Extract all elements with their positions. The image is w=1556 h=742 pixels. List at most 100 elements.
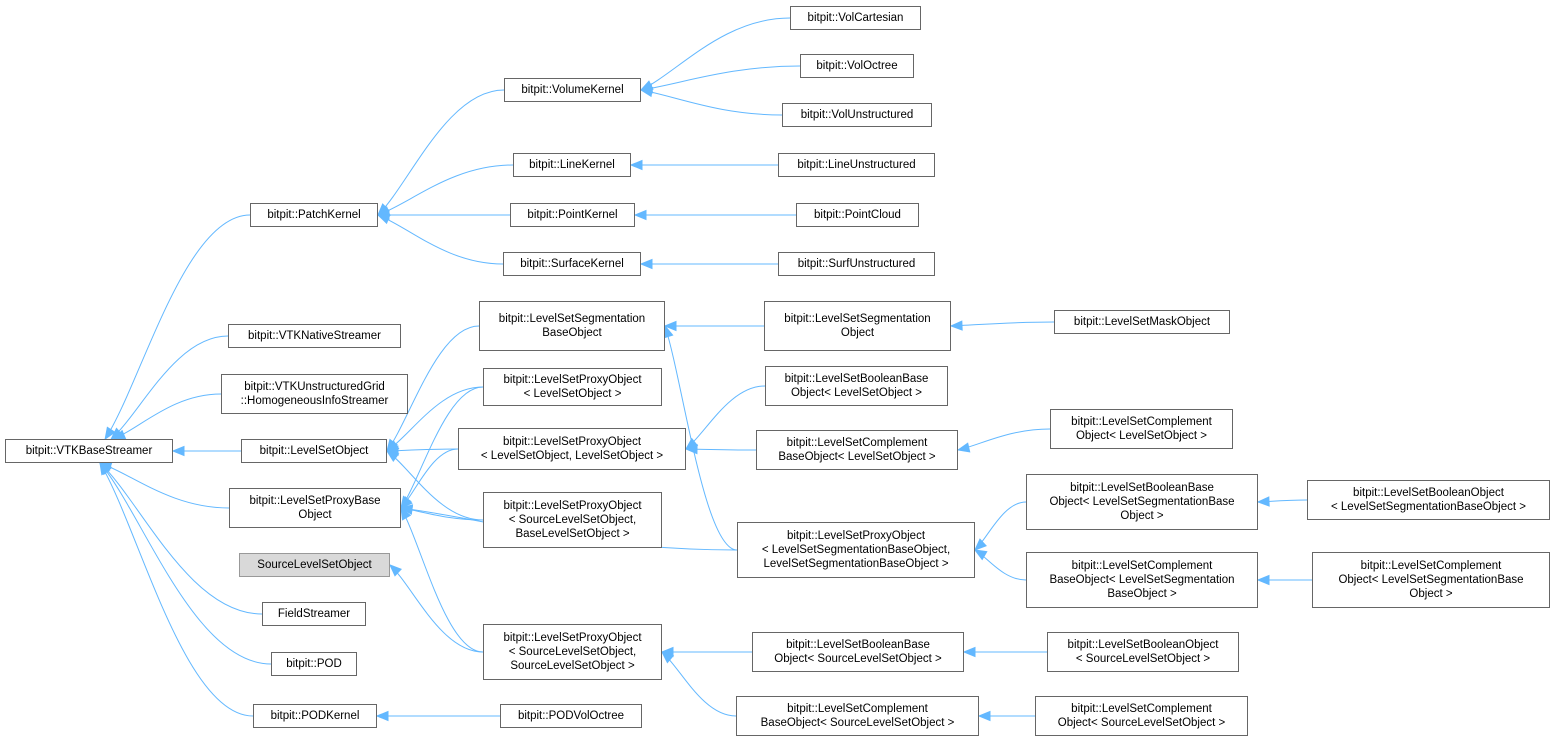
class-label-line: LevelSetSegmentationBaseObject > — [763, 558, 949, 570]
class-node-voloctree[interactable]: bitpit::VolOctree — [800, 54, 914, 78]
class-label-line: Object > — [1120, 510, 1164, 522]
class-label-line: bitpit::VolumeKernel — [521, 84, 624, 96]
class-label-line: Object< LevelSetObject > — [790, 387, 923, 399]
class-node-vtkbase[interactable]: bitpit::VTKBaseStreamer — [5, 439, 173, 463]
inheritance-arrowhead — [171, 445, 185, 457]
class-node-maskobject[interactable]: bitpit::LevelSetMaskObject — [1054, 310, 1230, 334]
class-label-line: bitpit::LevelSetProxyObject — [503, 632, 642, 644]
inheritance-arrowhead — [375, 710, 389, 722]
class-node-pointkernel[interactable]: bitpit::PointKernel — [510, 203, 635, 227]
inheritance-edge-volcartesian-to-volumekernel — [640, 17, 791, 91]
class-node-proxy-lso-lso[interactable]: bitpit::LevelSetProxyObject< LevelSetObj… — [458, 428, 686, 470]
inheritance-arrowhead — [949, 320, 963, 331]
inheritance-arrowhead — [400, 506, 412, 521]
inheritance-edge-vtknative-to-vtkbase — [110, 335, 229, 440]
class-label-line: Object< LevelSetObject > — [1075, 430, 1208, 442]
class-label-line: bitpit::LevelSetBooleanBase — [784, 373, 929, 385]
inheritance-edge-surfacekernel-to-patchkernel — [377, 214, 504, 265]
inheritance-edge-fieldstreamer-to-vtkbase — [99, 462, 263, 615]
class-label-line: bitpit::LevelSetSegmentation — [498, 313, 646, 325]
inheritance-edge-proxy-src-src-to-sourcelso — [389, 564, 484, 653]
class-label-line: Object< LevelSetSegmentationBase — [1338, 574, 1524, 586]
class-label-line: < SourceLevelSetObject, — [508, 514, 637, 526]
class-label-line: BaseObject< LevelSetObject > — [778, 451, 936, 463]
class-label-line: bitpit::LevelSetBooleanObject — [1353, 487, 1504, 499]
class-label-line: bitpit::VolOctree — [816, 60, 898, 72]
inheritance-arrowhead — [400, 496, 413, 509]
class-node-proxy-seg-seg[interactable]: bitpit::LevelSetProxyObject< LevelSetSeg… — [737, 522, 975, 578]
class-label-line: bitpit::LevelSetSegmentation — [784, 313, 931, 325]
class-label-line: Object< LevelSetSegmentationBase — [1049, 496, 1235, 508]
class-label-line: < SourceLevelSetObject > — [1075, 653, 1211, 665]
inheritance-arrowhead — [389, 564, 402, 577]
inheritance-arrowhead — [112, 429, 127, 440]
class-node-proxy-src-base[interactable]: bitpit::LevelSetProxyObject< SourceLevel… — [483, 492, 662, 548]
class-node-patchkernel[interactable]: bitpit::PatchKernel — [250, 203, 378, 227]
class-node-volunstructured[interactable]: bitpit::VolUnstructured — [782, 103, 932, 127]
class-node-surfacekernel[interactable]: bitpit::SurfaceKernel — [503, 252, 641, 276]
class-node-podkernel[interactable]: bitpit::PODKernel — [253, 704, 377, 728]
class-label-line: BaseObject — [542, 327, 602, 339]
class-node-surfunstructured[interactable]: bitpit::SurfUnstructured — [778, 252, 935, 276]
inheritance-arrowhead — [633, 209, 647, 221]
class-node-lineunstructured[interactable]: bitpit::LineUnstructured — [778, 153, 935, 177]
class-label-line: bitpit::LevelSetBooleanBase — [1070, 482, 1214, 494]
class-label-line: bitpit::LevelSetProxyObject — [503, 374, 642, 386]
inheritance-arrowhead — [977, 710, 991, 722]
class-label-line: BaseObject > — [1107, 588, 1177, 600]
class-node-proxy-src-src[interactable]: bitpit::LevelSetProxyObject< SourceLevel… — [483, 624, 662, 680]
inheritance-edge-podkernel-to-vtkbase — [99, 462, 254, 717]
inheritance-edge-maskobject-to-segobject — [950, 321, 1055, 327]
class-node-volcartesian[interactable]: bitpit::VolCartesian — [790, 6, 921, 30]
class-label-line: bitpit::LevelSetProxyBase — [249, 495, 381, 507]
class-label-line: bitpit::LevelSetComplement — [787, 703, 928, 715]
class-label-line: SourceLevelSetObject > — [510, 660, 635, 672]
class-node-boolobj-seg[interactable]: bitpit::LevelSetBooleanObject< LevelSetS… — [1307, 480, 1550, 520]
inheritance-edge-boolbase-lso-to-proxy-lso-lso — [685, 385, 766, 450]
class-node-levelsetobject[interactable]: bitpit::LevelSetObject — [241, 439, 387, 463]
class-node-vtknative[interactable]: bitpit::VTKNativeStreamer — [228, 324, 401, 348]
class-node-pointcloud[interactable]: bitpit::PointCloud — [796, 203, 919, 227]
class-node-linekernel[interactable]: bitpit::LineKernel — [513, 153, 631, 177]
class-node-podvoloctree[interactable]: bitpit::PODVolOctree — [500, 704, 642, 728]
class-node-fieldstreamer[interactable]: FieldStreamer — [262, 602, 366, 626]
inheritance-arrowhead — [962, 646, 976, 658]
class-label-line: Object — [298, 509, 332, 521]
inheritance-edge-compobj-lso-to-compbase-lso — [957, 428, 1051, 451]
class-label-line: bitpit::LevelSetComplement — [1071, 560, 1213, 572]
class-label-line: Object< SourceLevelSetObject > — [1057, 717, 1226, 729]
inheritance-arrowhead — [663, 320, 677, 332]
inheritance-edge-volunstructured-to-volumekernel — [640, 89, 783, 116]
class-node-volumekernel[interactable]: bitpit::VolumeKernel — [504, 78, 641, 102]
inheritance-arrowhead — [639, 258, 653, 270]
inheritance-edge-vtkunstructured-to-vtkbase — [113, 393, 222, 440]
inheritance-edge-linekernel-to-patchkernel — [377, 164, 514, 216]
class-label-line: FieldStreamer — [277, 608, 351, 620]
class-label-line: BaseObject< LevelSetSegmentation — [1049, 574, 1235, 586]
inheritance-arrowhead — [956, 442, 971, 453]
inheritance-edge-proxy-lso-to-proxybase — [400, 386, 484, 509]
class-node-pod[interactable]: bitpit::POD — [271, 652, 357, 676]
class-node-vtkunstructured[interactable]: bitpit::VTKUnstructuredGrid::Homogeneous… — [221, 374, 408, 414]
class-label-line: bitpit::LevelSetProxyObject — [503, 500, 642, 512]
inheritance-edge-volumekernel-to-patchkernel — [377, 89, 505, 216]
class-label-line: < LevelSetSegmentationBaseObject, — [761, 544, 951, 556]
class-node-proxy-lso[interactable]: bitpit::LevelSetProxyObject< LevelSetObj… — [483, 368, 662, 406]
class-node-boolobj-src[interactable]: bitpit::LevelSetBooleanObject< SourceLev… — [1047, 632, 1239, 672]
class-label-line: bitpit::LevelSetMaskObject — [1073, 316, 1211, 328]
class-label-line: bitpit::LevelSetComplement — [1360, 560, 1502, 572]
